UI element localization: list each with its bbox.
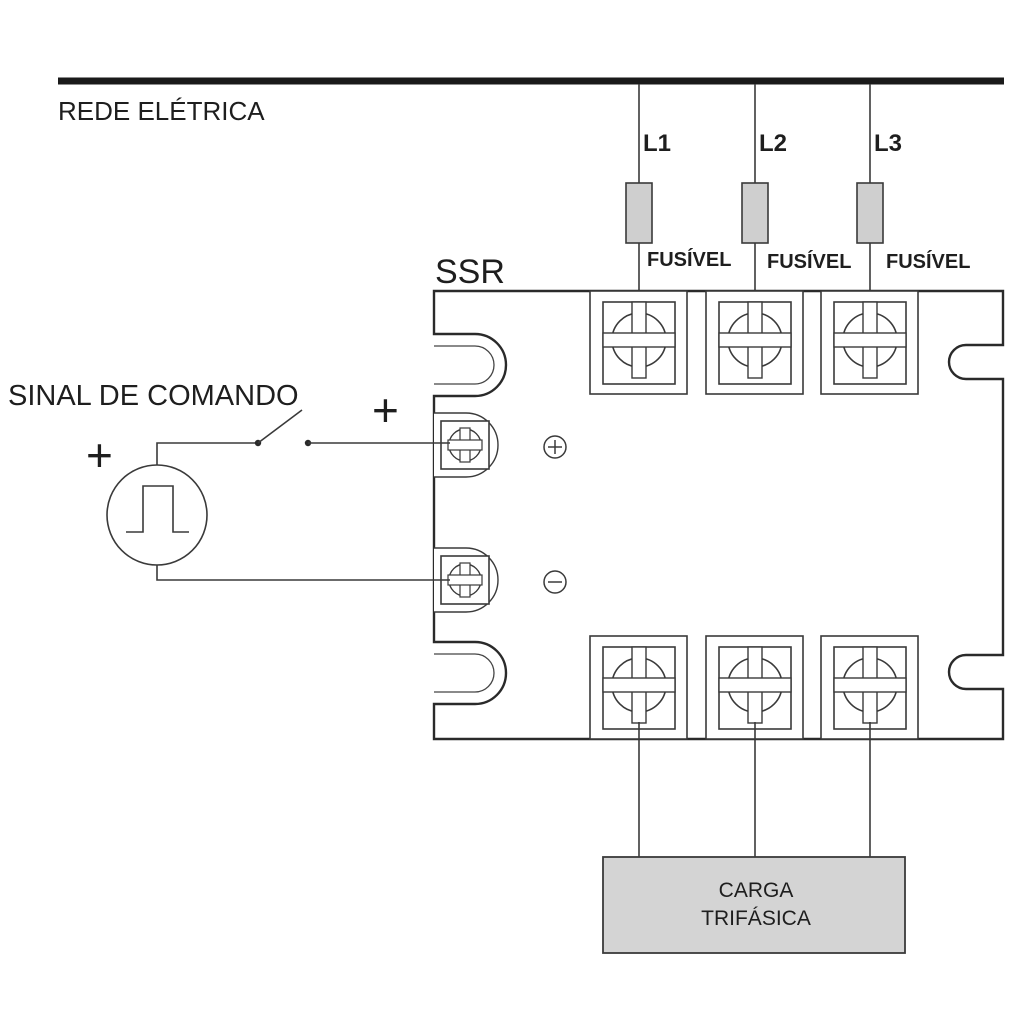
phase-label-l1: L1 xyxy=(643,130,671,157)
terminal-bottom-1 xyxy=(589,635,688,740)
load-label-line1: CARGA xyxy=(719,879,794,902)
fuse-label-l2: FUSÍVEL xyxy=(767,250,851,273)
fuse-label-l3: FUSÍVEL xyxy=(886,250,970,273)
wire-source-to-switch xyxy=(156,442,258,465)
polarity-plus-icon xyxy=(543,435,567,459)
load-label-line2: TRIFÁSICA xyxy=(701,907,811,930)
ssr-body xyxy=(432,289,1005,741)
source-plus-label: + xyxy=(86,429,113,481)
fuse-l2 xyxy=(741,182,769,244)
polarity-minus-icon xyxy=(543,570,567,594)
switch-lever xyxy=(257,409,303,444)
ssr-slot-inner-top xyxy=(434,345,495,385)
control-terminal-positive xyxy=(434,412,499,478)
three-phase-load xyxy=(602,856,906,954)
wire-source-to-negative xyxy=(156,565,450,581)
terminal-top-3 xyxy=(820,290,919,395)
fuse-l1 xyxy=(625,182,653,244)
terminal-bottom-2 xyxy=(705,635,804,740)
pulse-waveform xyxy=(126,485,189,533)
fuse-label-l1: FUSÍVEL xyxy=(647,248,731,271)
pulse-source-icon xyxy=(106,464,208,566)
terminal-top-2 xyxy=(705,290,804,395)
input-plus-label: + xyxy=(372,384,399,436)
ssr-slot-inner-bottom xyxy=(434,653,495,693)
terminal-top-1 xyxy=(589,290,688,395)
fuse-l3 xyxy=(856,182,884,244)
command-signal-label: SINAL DE COMANDO xyxy=(8,380,299,412)
phase-label-l3: L3 xyxy=(874,130,902,157)
phase-label-l2: L2 xyxy=(759,130,787,157)
terminal-bottom-3 xyxy=(820,635,919,740)
mains-label: REDE ELÉTRICA xyxy=(58,96,265,126)
ssr-label: SSR xyxy=(435,253,505,291)
